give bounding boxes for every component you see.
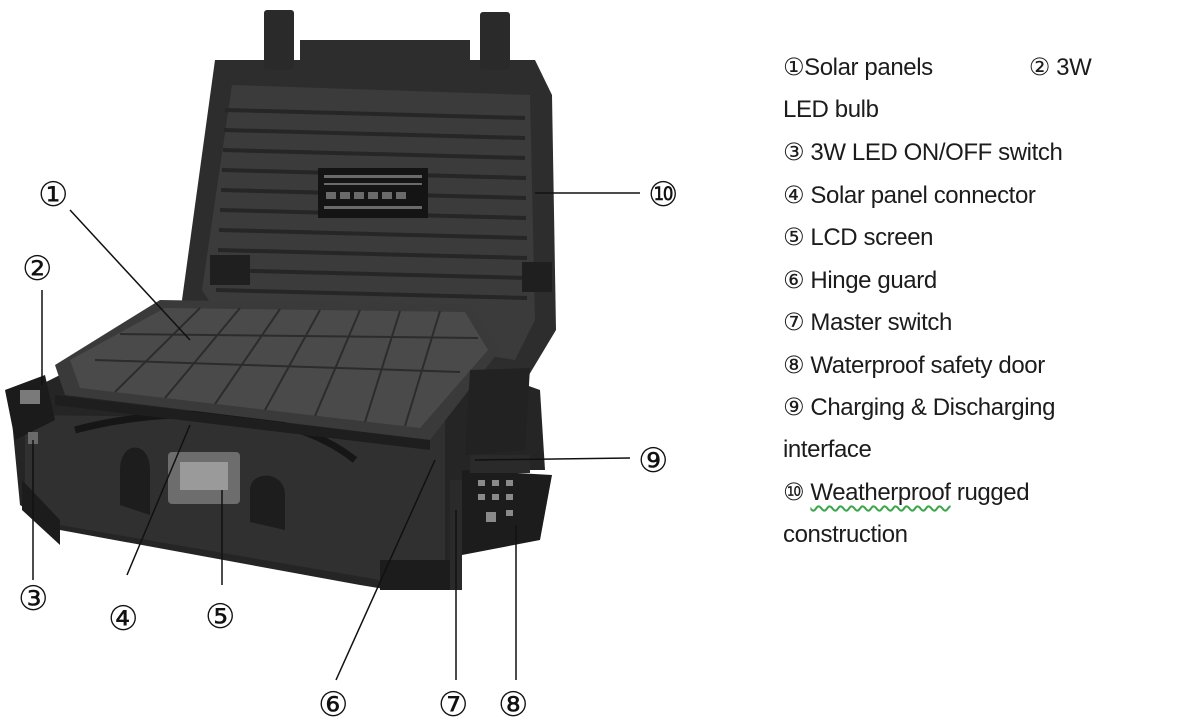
legend-num: ② [1028, 53, 1051, 81]
legend-num: ③ [783, 138, 805, 166]
legend-num: ⑤ [783, 223, 805, 251]
callout-6: ⑥ [318, 685, 348, 721]
legend-text-spellcheck: Weatherproof [810, 479, 951, 506]
legend-line: ⑨ Charging & Discharging [783, 386, 1193, 429]
legend-text: rugged [950, 479, 1030, 506]
legend-text: interface [783, 435, 872, 463]
legend-num: ⑦ [783, 308, 805, 336]
legend-line: ⑦ Master switch [783, 301, 1193, 344]
led-switch [28, 432, 38, 444]
legend-num: ⑩ [783, 478, 805, 506]
legend-text: Solar panel connector [810, 181, 1036, 209]
legend-line: LED bulb [783, 89, 1193, 132]
callout-8: ⑧ [498, 685, 528, 721]
legend-text: Charging & Discharging [810, 394, 1056, 421]
callout-9: ⑨ [638, 441, 668, 481]
legend-num: ④ [783, 180, 805, 209]
legend-line: interface [783, 429, 1193, 472]
leader-lines [32, 192, 640, 681]
legend-num: ⑧ [783, 350, 805, 379]
legend-num: ⑥ [783, 265, 805, 294]
legend-line: ④ Solar panel connector [783, 174, 1193, 217]
legend-num: ① [783, 53, 805, 81]
legend-line: ⑧ Waterproof safety door [783, 344, 1193, 387]
legend-line: ③ 3W LED ON/OFF switch [783, 131, 1193, 174]
callout-3: ③ [18, 579, 48, 619]
legend-num: ⑨ [783, 393, 805, 421]
legend-text: Hinge guard [810, 266, 937, 294]
legend-line: ⑥ Hinge guard [783, 259, 1193, 302]
legend-text: LCD screen [810, 224, 934, 251]
latch-right [480, 12, 510, 70]
callout-4: ④ [108, 599, 138, 639]
callout-10: ⑩ [648, 175, 678, 215]
legend-line: construction [783, 514, 1193, 557]
legend-text: LED bulb [783, 95, 879, 123]
solar-generator-diagram: ① ② ③ ④ ⑤ ⑥ ⑦ ⑧ ⑨ ⑩ [5, 10, 678, 721]
legend-text: 3W LED ON/OFF switch [810, 139, 1063, 166]
legend-line: ⑩ Weatherproof rugged [783, 471, 1193, 514]
callout-1: ① [38, 175, 68, 215]
legend-line: ①Solar panels ② 3W [783, 46, 1193, 89]
legend-text: Solar panels [804, 54, 933, 81]
legend-text: Master switch [810, 309, 952, 336]
led-bulb [20, 390, 40, 404]
callout-5: ⑤ [205, 597, 235, 637]
legend-text: construction [783, 520, 908, 548]
legend-text: Waterproof safety door [810, 351, 1045, 379]
legend-line: ⑤ LCD screen [783, 216, 1193, 259]
callout-2: ② [22, 249, 52, 289]
solar-panel [55, 300, 500, 450]
callout-7: ⑦ [438, 685, 468, 721]
latch-left [264, 10, 294, 70]
legend-text: 3W [1056, 54, 1092, 81]
parts-legend: ①Solar panels ② 3W LED bulb ③ 3W LED ON/O… [783, 46, 1193, 556]
charging-interface [470, 455, 530, 473]
